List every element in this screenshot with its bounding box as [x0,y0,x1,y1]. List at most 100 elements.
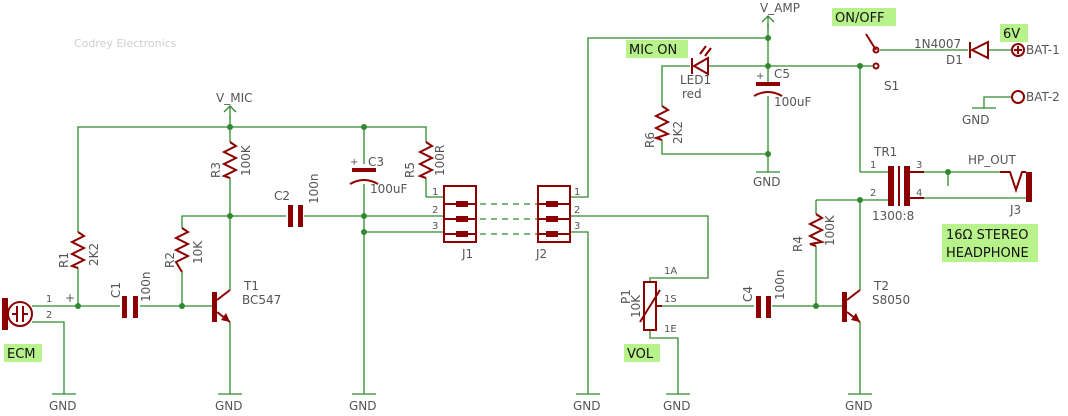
svg-text:LED1: LED1 [680,73,711,87]
capacitor-c4: C4 100n [741,269,787,318]
svg-text:100n: 100n [307,173,321,204]
svg-text:1N4007: 1N4007 [914,37,961,51]
svg-text:2: 2 [574,205,580,216]
svg-text:GND: GND [663,399,691,413]
capacitor-c1: C1 100n [109,271,153,318]
transformer-tr1: TR1 1300:8 1 2 3 4 [870,145,924,223]
svg-text:C1: C1 [109,282,123,298]
svg-text:GND: GND [49,399,77,413]
transistor-t1: T1 BC547 [212,279,281,323]
vol-label: VOL [624,344,660,362]
v-amp-label: V_AMP [760,1,800,15]
mic-on-label-text: MIC ON [629,43,677,58]
gnd-t2: GND [845,393,873,413]
resistor-r2: R2 10K [163,227,205,273]
svg-text:100K: 100K [239,144,253,176]
svg-text:R5: R5 [403,162,417,178]
svg-text:T1: T1 [243,279,259,293]
capacitor-c2: C2 100n [274,173,321,227]
resistor-r4: R4 100K [791,213,837,252]
svg-text:10K: 10K [629,294,643,318]
vol-label-text: VOL [627,347,654,362]
gnd-c3: GND [349,393,377,413]
svg-text:BAT-1: BAT-1 [1026,43,1060,57]
svg-text:P1: P1 [619,289,633,304]
headphone-jack-j3: HP_OUT J3 [968,153,1032,217]
terminal-bat2: BAT-2 [1011,90,1060,104]
resistor-r1: R1 2K2 [57,231,101,269]
resistor-r6: R6 2K2 [643,105,685,148]
svg-text:100n: 100n [773,269,787,300]
on-off-label: ON/OFF [832,8,896,26]
svg-text:J1: J1 [461,247,473,261]
capacitor-c3: + C3 100uF [349,155,408,196]
svg-text:C5: C5 [774,67,790,81]
svg-text:2K2: 2K2 [671,121,685,144]
six-volt-label-text: 6V [1003,27,1020,42]
svg-text:R2: R2 [163,252,177,268]
svg-text:GND: GND [962,113,990,127]
svg-text:R4: R4 [791,236,805,252]
svg-text:R3: R3 [209,162,223,178]
headphone-label: 16Ω STEREO HEADPHONE [942,224,1038,262]
resistor-r3: R3 100K [209,141,253,179]
v-mic-label: V_MIC [216,91,252,105]
svg-text:1A: 1A [664,266,677,277]
wires [32,24,1026,394]
svg-text:2K2: 2K2 [87,243,101,266]
svg-text:S1: S1 [884,79,899,93]
svg-text:S8050: S8050 [872,293,910,307]
watermark: Codrey Electronics [74,37,177,50]
svg-text:1: 1 [870,160,876,171]
connector-j2: 1 2 3 J2 [535,185,580,261]
headphone-label-line1: 16Ω STEREO [946,228,1029,243]
svg-text:3: 3 [432,221,438,232]
svg-text:C2: C2 [274,189,290,203]
switch-s1: S1 [860,33,899,93]
svg-text:100uF: 100uF [370,182,408,196]
svg-text:2: 2 [870,188,876,199]
svg-text:C3: C3 [368,155,384,169]
svg-text:+: + [350,157,358,168]
svg-text:+: + [756,71,764,82]
svg-text:TR1: TR1 [873,145,897,159]
svg-text:2: 2 [46,310,52,321]
svg-text:GND: GND [349,399,377,413]
svg-text:1E: 1E [664,324,677,335]
headphone-label-line2: HEADPHONE [946,246,1029,261]
v-mic-net: V_MIC [216,91,252,118]
transistor-t2: T2 S8050 [842,279,910,323]
svg-text:1: 1 [574,187,580,198]
connector-j1: 1 2 3 J1 [432,185,477,261]
svg-text:100uF: 100uF [774,95,812,109]
svg-text:3: 3 [916,160,922,171]
ecm-label-text: ECM [7,347,36,362]
resistor-r5: R5 100R [403,141,447,179]
svg-text:4: 4 [916,188,922,199]
svg-text:BC547: BC547 [242,293,281,307]
svg-text:1: 1 [46,294,52,305]
potentiometer-p1: P1 10K 1A 1S 1E [619,266,677,335]
svg-text:10K: 10K [191,240,205,264]
svg-text:100K: 100K [823,214,837,246]
led-led1: LED1 red [680,45,712,101]
gnd-pot: GND [663,393,691,413]
gnd-j2: GND [573,393,601,413]
gnd-t1: GND [215,393,243,413]
ecm-microphone: 1 2 + [2,291,75,330]
mic-on-label: MIC ON [626,40,688,58]
gnd-ecm: GND [49,393,77,413]
svg-text:1: 1 [432,187,438,198]
svg-text:C4: C4 [741,286,755,302]
svg-text:J2: J2 [535,247,547,261]
svg-text:100R: 100R [433,145,447,176]
svg-text:J3: J3 [1009,203,1021,217]
svg-text:R6: R6 [643,132,657,148]
svg-text:3: 3 [574,221,580,232]
svg-text:BAT-2: BAT-2 [1026,90,1060,104]
svg-text:GND: GND [845,399,873,413]
ecm-label: ECM [4,344,42,362]
svg-text:T2: T2 [873,279,889,293]
svg-text:100n: 100n [139,271,153,302]
